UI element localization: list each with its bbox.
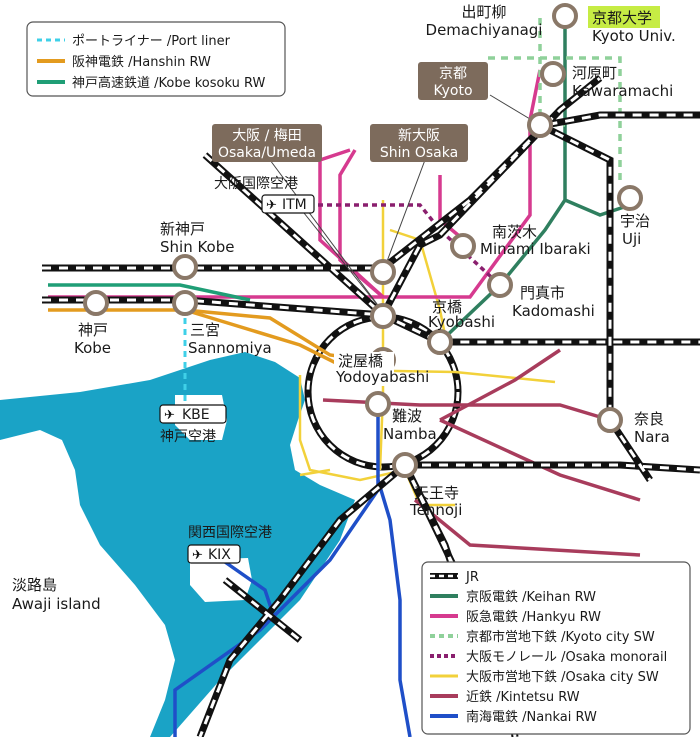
airplane-icon: ✈ xyxy=(164,408,175,423)
airport-kbe: ✈ KBE 神戸空港 xyxy=(159,404,227,445)
hub-kyoto-en: Kyoto xyxy=(433,83,472,99)
legend-keihan: 京阪電鉄 /Keihan RW xyxy=(466,590,596,605)
leader-lines xyxy=(269,94,541,313)
hub-umeda-en: Osaka/Umeda xyxy=(218,145,316,161)
airplane-icon: ✈ xyxy=(192,548,203,563)
legend-kintetsu: 近鉄 /Kintetsu RW xyxy=(466,690,580,705)
station-kyoto-marker xyxy=(527,112,553,138)
legend-bottom: JR 京阪電鉄 /Keihan RW 阪急電鉄 /Hankyu RW 京都市営地… xyxy=(421,561,691,735)
airport-kbe-code: KBE xyxy=(182,407,210,423)
label-shin-kobe-en: Shin Kobe xyxy=(160,238,235,256)
label-yodoyabashi-bg xyxy=(334,352,394,386)
hub-shin-osaka: 新大阪 Shin Osaka xyxy=(370,124,468,162)
label-kawaramachi-en: Kawaramachi xyxy=(572,82,673,100)
kyoto-univ-highlight xyxy=(588,6,660,28)
legend-top: ポートライナー /Port liner 阪神電鉄 /Hanshin RW 神戸高… xyxy=(26,21,286,97)
label-awaji-jp: 淡路島 xyxy=(12,576,57,594)
station-demachiyanagi-marker xyxy=(552,3,578,29)
station-kobe-marker xyxy=(83,290,109,316)
hub-shin-osaka-jp: 新大阪 xyxy=(398,128,440,144)
label-yodoyabashi-jp: 淀屋橋 xyxy=(338,352,383,370)
hub-kyoto: 京都 Kyoto xyxy=(418,62,488,100)
airport-kix-code: KIX xyxy=(208,547,231,563)
legend-kobe-kosoku: 神戸高速鉄道 /Kobe kosoku RW xyxy=(72,75,265,91)
legend-osaka-monorail: 大阪モノレール /Osaka monorail xyxy=(466,650,667,665)
line-osaka-monorail xyxy=(300,203,502,287)
station-kyobashi-marker xyxy=(427,329,453,355)
airport-kix-jp: 関西国際空港 xyxy=(188,525,272,541)
label-nara-jp: 奈良 xyxy=(634,410,664,428)
station-nara-marker xyxy=(597,407,623,433)
hub-shin-osaka-en: Shin Osaka xyxy=(380,145,458,161)
legend-hankyu: 阪急電鉄 /Hankyu RW xyxy=(466,610,601,625)
station-kadomashi-marker xyxy=(487,272,513,298)
label-kawaramachi-jp: 河原町 xyxy=(572,64,617,82)
label-minami-ibaraki-jp: 南茨木 xyxy=(492,223,537,241)
hub-umeda-jp: 大阪 / 梅田 xyxy=(232,128,302,144)
station-kawaramachi-marker xyxy=(540,61,566,87)
station-shin-osaka-marker xyxy=(370,259,396,285)
airport-kix: 関西国際空港 ✈ KIX xyxy=(187,525,272,564)
label-kobe-en: Kobe xyxy=(74,339,111,357)
station-umeda-marker xyxy=(370,303,396,329)
hub-umeda: 大阪 / 梅田 Osaka/Umeda xyxy=(212,124,322,162)
station-uji-marker xyxy=(617,185,643,211)
airport-itm-code: ITM xyxy=(282,197,307,213)
label-awaji-en: Awaji island xyxy=(12,595,101,613)
legend-kyoto-city-sw: 京都市営地下鉄 /Kyoto city SW xyxy=(466,629,655,645)
label-kyoto-univ-jp: 京都大学 xyxy=(592,9,652,27)
legend-nankai: 南海電鉄 /Nankai RW xyxy=(466,709,597,725)
label-kyobashi-en: Kyobashi xyxy=(428,313,495,331)
label-kyobashi-jp: 京橋 xyxy=(432,298,462,316)
label-demachiyanagi-en: Demachiyanagi xyxy=(426,21,543,39)
legend-osaka-city-sw: 大阪市営地下鉄 /Osaka city SW xyxy=(466,669,659,685)
legend-jr: JR xyxy=(465,570,479,585)
station-minami-ibaraki-marker xyxy=(450,233,476,259)
hub-kyoto-jp: 京都 xyxy=(439,66,467,82)
label-shin-kobe-jp: 新神戸 xyxy=(160,220,205,238)
station-labels: 出町柳 Demachiyanagi 京都大学 Kyoto Univ. 河原町 K… xyxy=(12,3,676,613)
label-sannomiya-en: Sannomiya xyxy=(188,339,272,357)
label-kadomashi-jp: 門真市 xyxy=(520,284,565,302)
label-sannomiya-jp: 三宮 xyxy=(190,321,220,339)
label-namba-jp: 難波 xyxy=(392,407,422,425)
label-kobe-jp: 神戸 xyxy=(78,321,108,339)
label-namba-en: Namba xyxy=(383,425,437,443)
line-kobe-kosoku xyxy=(48,283,251,302)
label-demachiyanagi-jp: 出町柳 xyxy=(461,3,506,21)
airport-itm-jp: 大阪国際空港 xyxy=(214,176,298,192)
label-tennoji-en: Tennoji xyxy=(409,501,462,519)
label-uji-en: Uji xyxy=(622,230,641,248)
label-kadomashi-en: Kadomashi xyxy=(512,302,595,320)
legend-port-liner: ポートライナー /Port liner xyxy=(72,34,231,49)
label-kyoto-univ-en: Kyoto Univ. xyxy=(592,27,676,45)
station-namba-marker xyxy=(365,391,391,417)
legend-hanshin: 阪神電鉄 /Hanshin RW xyxy=(72,55,211,70)
label-nara-en: Nara xyxy=(634,428,670,446)
station-sannomiya-marker xyxy=(172,290,198,316)
airport-itm: 大阪国際空港 ✈ ITM xyxy=(214,176,315,214)
label-tennoji-jp: 天王寺 xyxy=(414,484,459,502)
label-uji-jp: 宇治 xyxy=(620,212,650,230)
airplane-icon: ✈ xyxy=(266,198,277,213)
line-keihan xyxy=(438,18,631,344)
label-minami-ibaraki-en: Minami Ibaraki xyxy=(480,240,591,258)
station-markers xyxy=(83,3,643,478)
label-yodoyabashi-en: Yodoyabashi xyxy=(335,368,429,386)
station-tennoji-marker xyxy=(392,452,418,478)
airport-kbe-jp: 神戸空港 xyxy=(160,429,216,445)
station-shin-kobe-marker xyxy=(172,254,198,280)
